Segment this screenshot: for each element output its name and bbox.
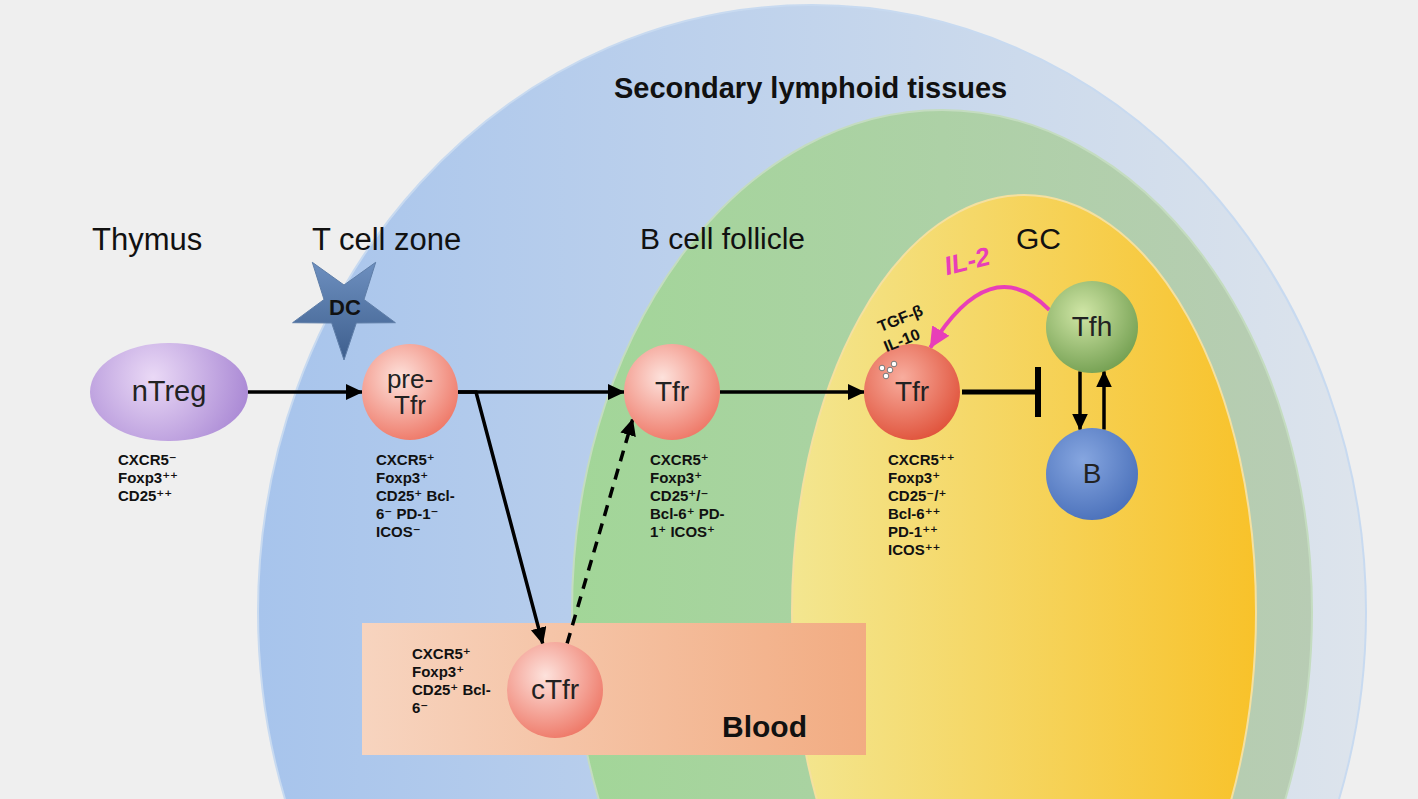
tissue-region: Secondary lymphoid tissues B cell follicl…	[258, 5, 1366, 612]
marker-list: CXCR5⁺ Foxp3⁺ CD25⁺ Bcl-6⁻	[412, 645, 494, 717]
cell-name: nTreg	[132, 377, 207, 406]
connector-arrow	[567, 419, 633, 643]
region-heading: B cell follicle	[640, 222, 805, 256]
cell-circle: Tfh	[1046, 281, 1138, 373]
cell-name: Tfr	[655, 378, 689, 406]
signal-label: IL-2	[941, 241, 993, 282]
region-heading: GC	[1016, 222, 1061, 256]
connector-arrow	[248, 390, 362, 394]
region-heading: DC	[329, 295, 361, 321]
connector-arrow	[720, 390, 864, 394]
cell-name: cTfr	[531, 676, 579, 704]
connector-arrow	[1102, 371, 1106, 429]
dendritic-cell: DC	[286, 252, 402, 360]
cell-circle: TfrCXCR5⁺ Foxp3⁺ CD25⁺/⁻ Bcl-6⁺ PD-1⁺ IC…	[624, 344, 720, 440]
secretion-dots	[876, 360, 900, 384]
zone-label: Thymus	[92, 222, 202, 258]
cell-name: Tfr	[895, 378, 929, 406]
cell-name: Tfh	[1072, 313, 1112, 341]
marker-list: CXCR5⁺ Foxp3⁺ CD25⁺/⁻ Bcl-6⁺ PD-1⁺ ICOS⁺	[650, 451, 732, 541]
region-heading: Secondary lymphoid tissues	[614, 72, 1007, 105]
cell-circle: nTregCXCR5⁻ Foxp3⁺⁺ CD25⁺⁺	[90, 343, 247, 442]
tissue-region: B cell follicleGCTfrCXCR5⁺⁺ Foxp3⁺ CD25⁻…	[572, 110, 1312, 612]
zone-label: T cell zone	[312, 222, 461, 258]
tissue-region: GCTfrCXCR5⁺⁺ Foxp3⁺ CD25⁻/⁺ Bcl-6⁺⁺ PD-1…	[792, 195, 1256, 612]
region-shape	[792, 195, 1256, 612]
cell-name: pre- Tfr	[387, 366, 433, 418]
connector-arrow	[1078, 371, 1082, 429]
cell-circle: cTfrCXCR5⁺ Foxp3⁺ CD25⁺ Bcl-6⁻	[507, 642, 603, 738]
cell-circle: TfrCXCR5⁺⁺ Foxp3⁺ CD25⁻/⁺ Bcl-6⁺⁺ PD-1⁺⁺…	[864, 344, 960, 440]
region-heading: Blood	[722, 710, 807, 744]
marker-list: CXCR5⁻ Foxp3⁺⁺ CD25⁺⁺	[118, 451, 200, 505]
cell-circle: pre- TfrCXCR5⁺ Foxp3⁺ CD25⁺ Bcl-6⁻ PD-1⁻…	[362, 344, 458, 440]
cell-name: B	[1083, 460, 1102, 488]
connector-arrow	[458, 392, 543, 644]
cell-circle: B	[1046, 428, 1138, 520]
connector-arrow	[458, 390, 624, 394]
connector-arrow	[930, 287, 1049, 348]
blood-band: BloodcTfrCXCR5⁺ Foxp3⁺ CD25⁺ Bcl-6⁻	[362, 623, 866, 755]
marker-list: CXCR5⁺⁺ Foxp3⁺ CD25⁻/⁺ Bcl-6⁺⁺ PD-1⁺⁺ IC…	[888, 451, 970, 559]
marker-list: CXCR5⁺ Foxp3⁺ CD25⁺ Bcl-6⁻ PD-1⁻ ICOS⁻	[376, 451, 458, 541]
inhibition-bar	[962, 367, 1038, 417]
